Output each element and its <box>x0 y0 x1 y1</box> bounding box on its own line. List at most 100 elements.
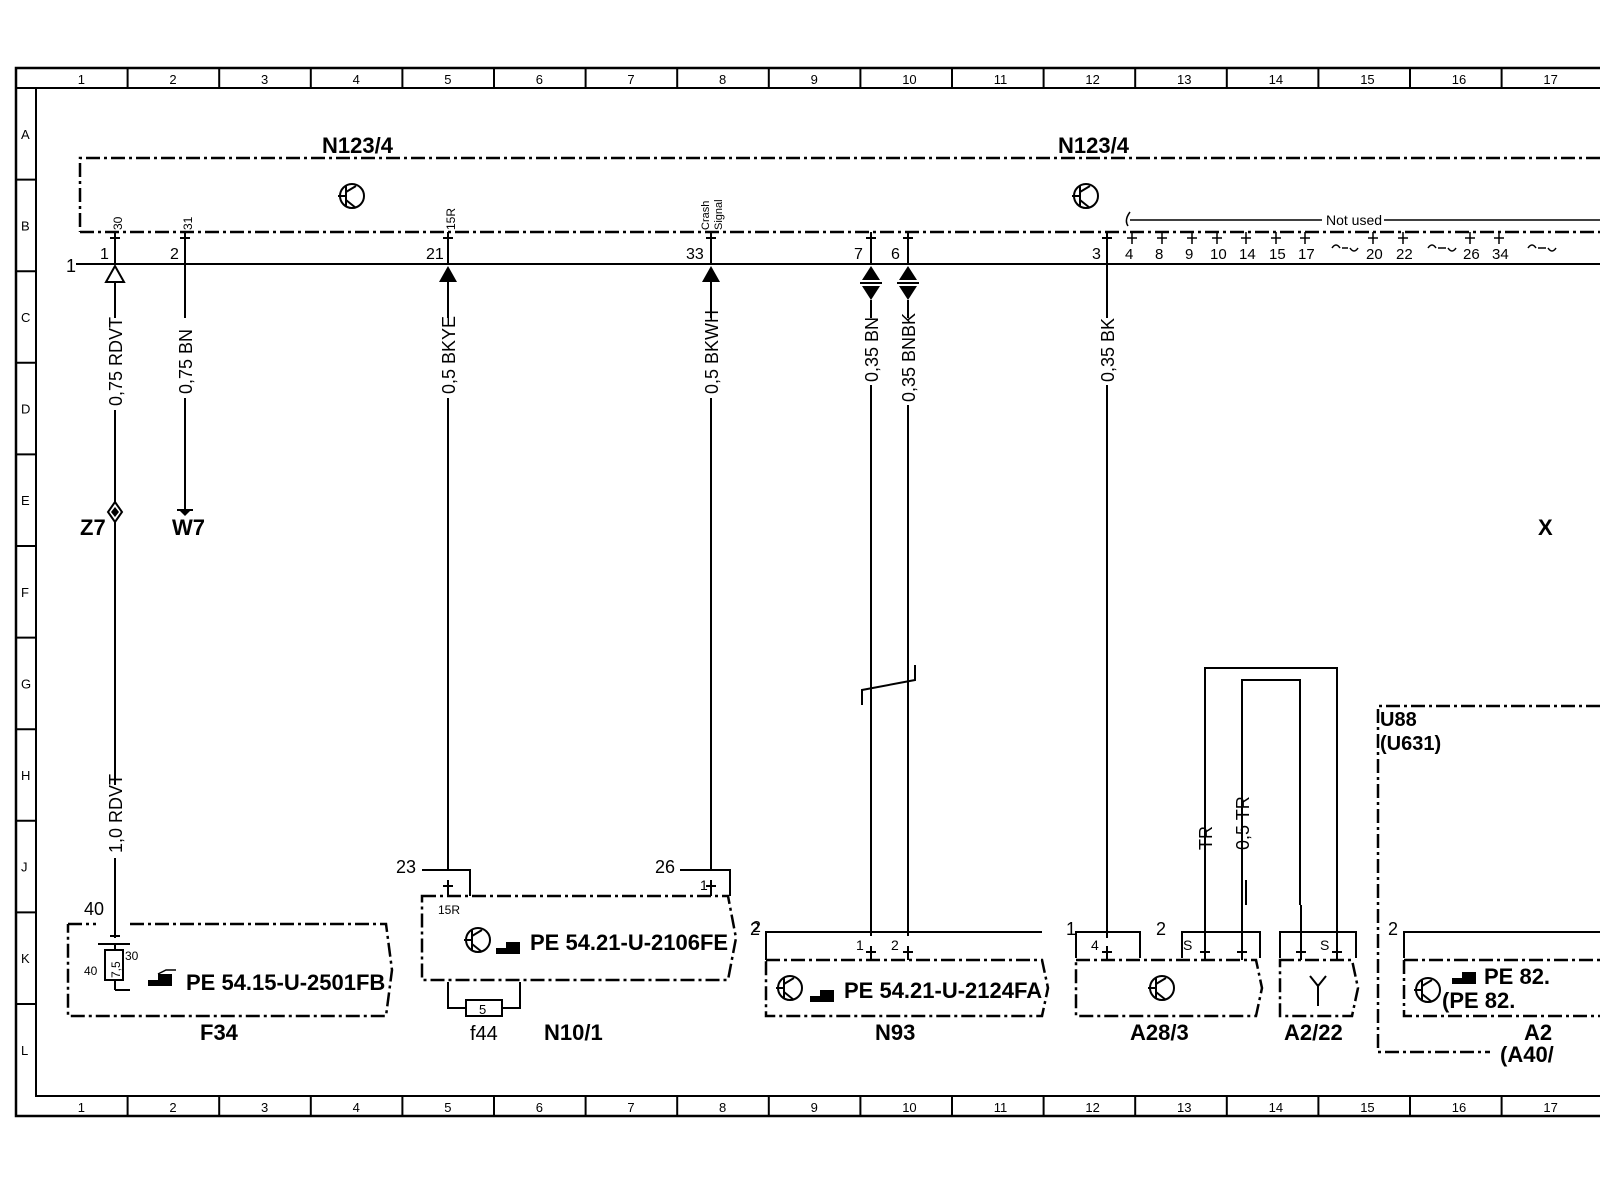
module-label-left: N123/4 <box>322 133 394 158</box>
pin-term: 31 <box>181 216 195 230</box>
column-number: 15 <box>1360 1100 1374 1115</box>
row-letter: F <box>21 585 29 600</box>
component-n93: 2 1 2 PE 54.21-U-2124FA N93 <box>750 919 1050 1045</box>
wire-label: 0,35 BN <box>862 317 882 382</box>
unused-pin-number: 14 <box>1239 246 1256 263</box>
pointing-hand-icon <box>810 990 834 1002</box>
wire-label: 0,75 RDVT <box>106 317 126 406</box>
fuse-value: 7,5 <box>109 961 123 978</box>
pin-number: 3 <box>1092 246 1101 263</box>
component-name: A2 <box>1524 1020 1552 1045</box>
column-number: 12 <box>1085 72 1099 87</box>
shield-label: S <box>1320 937 1329 953</box>
column-number: 7 <box>627 72 634 87</box>
module-pins: 1 30 2 31 21 15R 33 Crash Signal 7 6 3 <box>100 199 1112 264</box>
line-number: 1 <box>66 256 76 276</box>
row-letter: A <box>21 127 30 142</box>
pin-term: 30 <box>111 216 125 230</box>
not-used-label: Not used <box>1326 212 1382 228</box>
antenna-icon <box>1309 975 1327 1006</box>
wire-label: 0,75 BN <box>176 329 196 394</box>
component-name: N93 <box>875 1020 915 1045</box>
pin-label: 40 <box>84 899 104 919</box>
pin-number: 7 <box>854 246 863 263</box>
wire-label: 1,0 RDVT <box>106 774 126 853</box>
column-number: 16 <box>1452 72 1466 87</box>
transistor-icon <box>338 183 365 209</box>
component-a28-3: 1 4 2 S A28/3 <box>1066 905 1264 1045</box>
pointing-hand-icon <box>496 942 520 954</box>
pin-number: 1 <box>100 246 109 263</box>
wire-label: 0,35 BK <box>1098 318 1118 382</box>
pointing-hand-icon <box>1452 972 1476 984</box>
component-a2-22: S A2/22 <box>1278 905 1360 1045</box>
column-number: 1 <box>78 1100 85 1115</box>
unused-pin-number: 26 <box>1463 246 1480 263</box>
module-n123-4: N123/4 N123/4 1 Not used <box>66 133 1600 276</box>
row-letter: G <box>21 676 31 691</box>
pin-label: 2 <box>1156 919 1166 939</box>
column-number: 10 <box>902 1100 916 1115</box>
pin-number: 21 <box>426 246 444 263</box>
transistor-icon <box>776 975 803 1001</box>
pin-number: 2 <box>170 246 179 263</box>
transistor-icon <box>1072 183 1099 209</box>
column-number: 16 <box>1452 1100 1466 1115</box>
pin-label: 23 <box>396 857 416 877</box>
component-reference: PE 54.21-U-2124FA <box>844 978 1042 1003</box>
column-number: 13 <box>1177 1100 1191 1115</box>
column-number: 2 <box>169 72 176 87</box>
unused-pin-number: 9 <box>1185 246 1193 263</box>
column-number: 4 <box>353 72 360 87</box>
component-reference: PE 82. <box>1484 964 1550 989</box>
component-name: A28/3 <box>1130 1020 1189 1045</box>
pin-label: 26 <box>655 857 675 877</box>
shield-label: S <box>1183 937 1192 953</box>
pin-term: 15R <box>444 208 458 230</box>
pin-term: 15R <box>438 903 460 917</box>
unused-pin-number: 8 <box>1155 246 1163 263</box>
unused-pin-number: 4 <box>1125 246 1133 263</box>
diagram-frame <box>14 66 1600 1118</box>
column-number: 3 <box>261 1100 268 1115</box>
row-letter: L <box>21 1043 28 1058</box>
transistor-icon <box>1148 975 1175 1001</box>
fuse-name: f44 <box>470 1023 498 1045</box>
component-name: (A40/ <box>1500 1042 1554 1067</box>
fuse-term: 30 <box>125 949 139 963</box>
pin-term-signal: Signal <box>713 199 725 230</box>
node-x: X <box>1538 515 1553 540</box>
row-letter: H <box>21 768 30 783</box>
column-number: 12 <box>1085 1100 1099 1115</box>
wire-label: 0,5 BKYE <box>439 316 459 394</box>
component-name: A2/22 <box>1284 1020 1343 1045</box>
unused-pin-number: 17 <box>1298 246 1315 263</box>
column-number: 11 <box>994 1100 1008 1115</box>
column-number: 8 <box>719 1100 726 1115</box>
column-number: 3 <box>261 72 268 87</box>
row-letter: B <box>21 218 30 233</box>
pin-term-crash: Crash <box>700 201 712 230</box>
wires: 0,75 RDVT 1,0 RDVT Z7 0,75 BN W7 0,5 BKY… <box>80 263 1553 938</box>
pin-number: 1 <box>856 937 864 953</box>
column-number: 13 <box>1177 72 1191 87</box>
column-number: 11 <box>994 72 1008 87</box>
transistor-icon <box>1414 977 1441 1003</box>
row-letter: E <box>21 493 30 508</box>
component-u88: U88 (U631) 2 PE 82. (PE 82. A2 (A40/ <box>1376 704 1600 1067</box>
variant-label: U88 <box>1380 709 1417 731</box>
column-number: 14 <box>1269 1100 1283 1115</box>
column-number: 5 <box>444 72 451 87</box>
variant-label: (U631) <box>1380 733 1441 755</box>
column-number: 14 <box>1269 72 1283 87</box>
column-number: 8 <box>719 72 726 87</box>
unused-pin-number: 10 <box>1210 246 1227 263</box>
unused-pin-number: 20 <box>1366 246 1383 263</box>
fuse-value: 5 <box>479 1002 486 1017</box>
pin-label: 1 <box>1066 919 1076 939</box>
wire-label: 0,5 TR <box>1233 796 1253 850</box>
pin-number: 33 <box>686 246 704 263</box>
unused-pin-number: 22 <box>1396 246 1413 263</box>
fuse-pin: 40 <box>84 964 98 978</box>
